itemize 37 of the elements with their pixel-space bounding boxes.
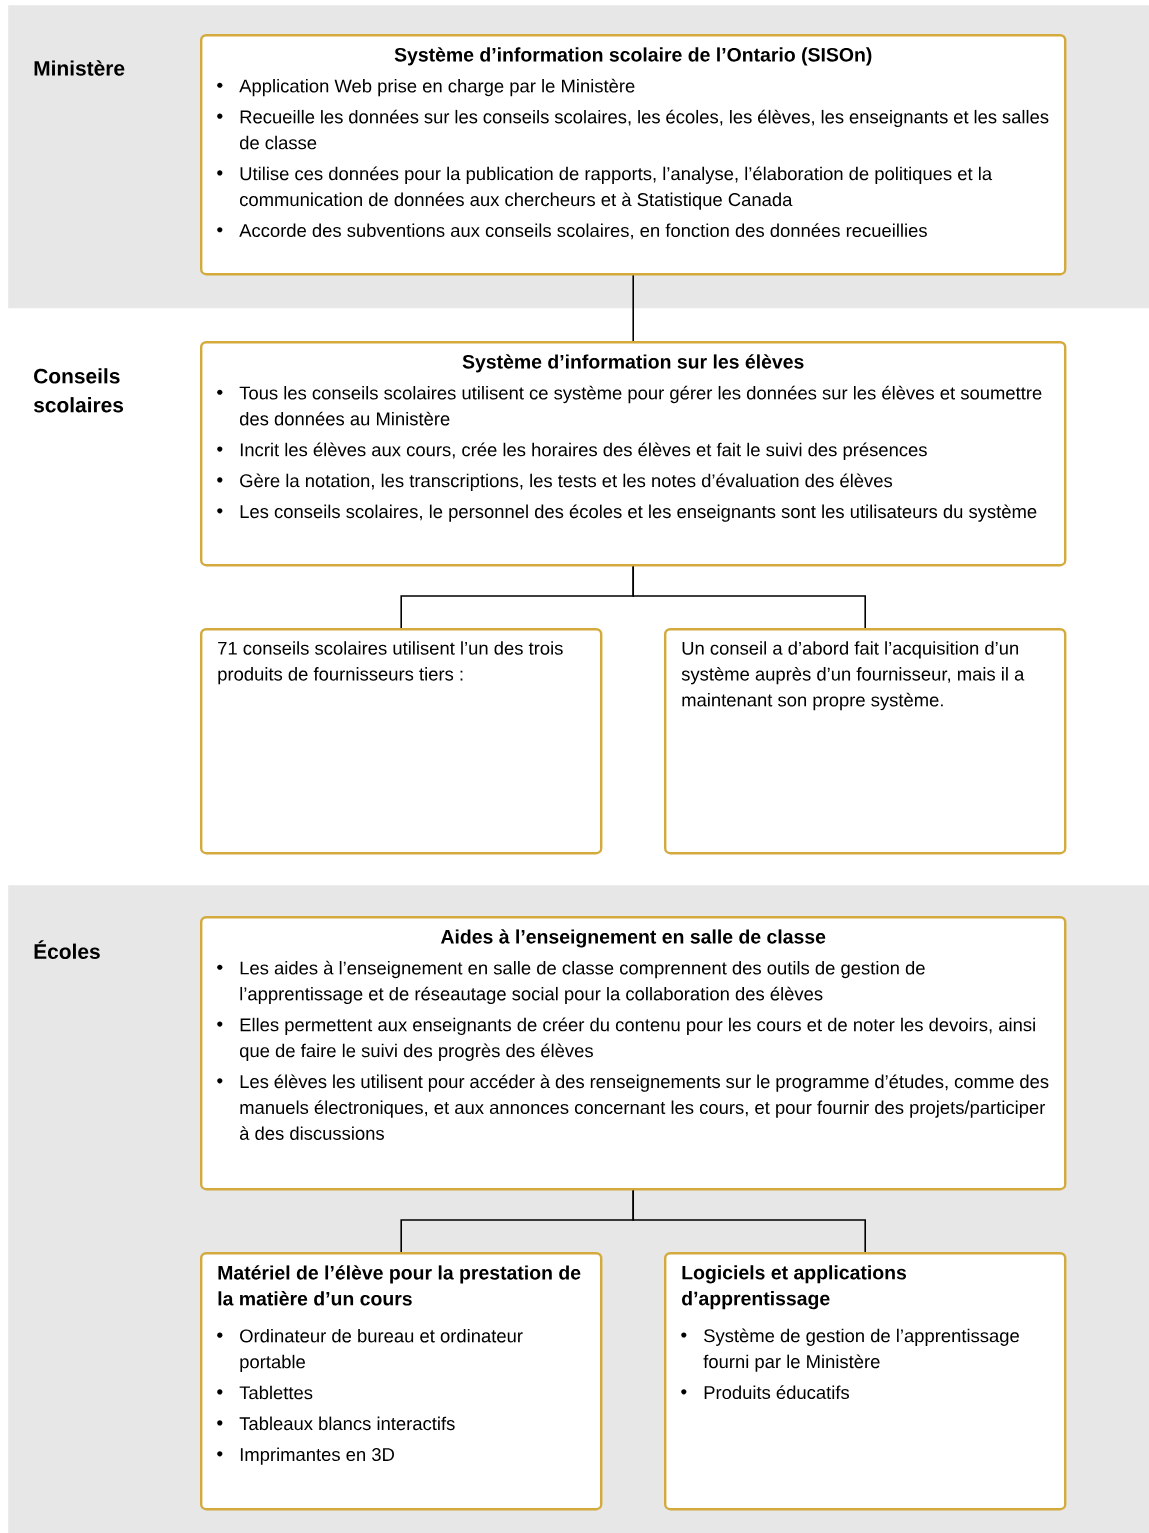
info-box xyxy=(200,628,603,855)
list-item: Tous les conseils scolaires utilisent ce système pour gérer les données sur les élèves et soumettre des données au Ministère xyxy=(217,385,1042,426)
list-item: Gère la notation, les transcriptions, les tests et les notes d’évaluation des élèves xyxy=(217,473,893,491)
list-item: Application Web prise en charge par le Ministère xyxy=(217,78,635,97)
info-box xyxy=(200,1252,603,1511)
list-item: Accorde des subventions aux conseils scolaires, en fonction des données recueillies xyxy=(217,223,927,240)
list-item: Tableaux blancs interactifs xyxy=(217,1416,455,1431)
list-item: Imprimantes en 3D xyxy=(217,1447,394,1465)
box-text: 71 conseils scolaires utilisent l’un des trois produits de fournisseurs tiers : xyxy=(218,641,563,685)
list-item: Produits éducatifs xyxy=(681,1385,849,1400)
list-item: Tablettes xyxy=(217,1385,313,1400)
list-item: Système de gestion de l’apprentissage fourni par le Ministère xyxy=(681,1328,1019,1372)
box-heading: Matériel de l’élève pour la prestation de la matière d’un cours xyxy=(218,1265,581,1306)
info-box xyxy=(200,341,1067,567)
list-item: Elles permettent aux enseignants de créer du contenu pour les cours et de noter les devoirs, ainsi que de faire le suivi des progrès des élèves xyxy=(217,1017,1035,1061)
section-label: Conseils scolaires xyxy=(33,368,124,413)
box-heading: Aides à l’enseignement en salle de classe xyxy=(440,929,826,948)
connector-line xyxy=(632,1189,866,1253)
list-item: Les aides à l’enseignement en salle de classe comprennent des outils de gestion de l’apprentissage et de réseautage social pour la collaboration des élèves xyxy=(217,960,925,1005)
list-item: Les conseils scolaires, le personnel des écoles et les enseignants sont les utilisateurs du système xyxy=(217,504,1037,522)
list-item: Utilise ces données pour la publication de rapports, l’analyse, l’élaboration de politiques et la communication de données aux chercheurs et à Statistique Canada xyxy=(217,166,993,210)
info-box xyxy=(664,1252,1067,1511)
box-heading: Système d’information scolaire de l’Ontario (SISOn) xyxy=(394,47,872,66)
band-label: Ministère xyxy=(34,60,125,76)
info-box xyxy=(200,916,1067,1191)
box-text: Un conseil a d’abord fait l’acquisition d’un système auprès d’un fournisseur, mais il a maintenant son propre système. xyxy=(681,641,1025,711)
box-heading: Logiciels et applications d’apprentissage xyxy=(682,1265,907,1310)
connector-line xyxy=(632,274,634,342)
list-item: Incrit les élèves aux cours, crée les horaires des élèves et fait le suivi des présences xyxy=(217,442,927,460)
list-item: Les élèves les utilisent pour accéder à des renseignements sur le programme d’études, comme des manuels électroniques, et aux annonces concernant les cours, et pour fournir des projets/participer à des discussions xyxy=(217,1074,1049,1140)
band-label: Écoles xyxy=(34,940,100,959)
info-box xyxy=(200,34,1067,276)
box-heading: Système d’information sur les élèves xyxy=(462,354,804,373)
info-box xyxy=(664,628,1067,855)
connector-line xyxy=(632,565,866,629)
list-item: Recueille les données sur les conseils scolaires, les écoles, les élèves, les enseignants et les salles de classe xyxy=(217,109,1049,150)
list-item: Ordinateur de bureau et ordinateur portable xyxy=(217,1328,523,1372)
